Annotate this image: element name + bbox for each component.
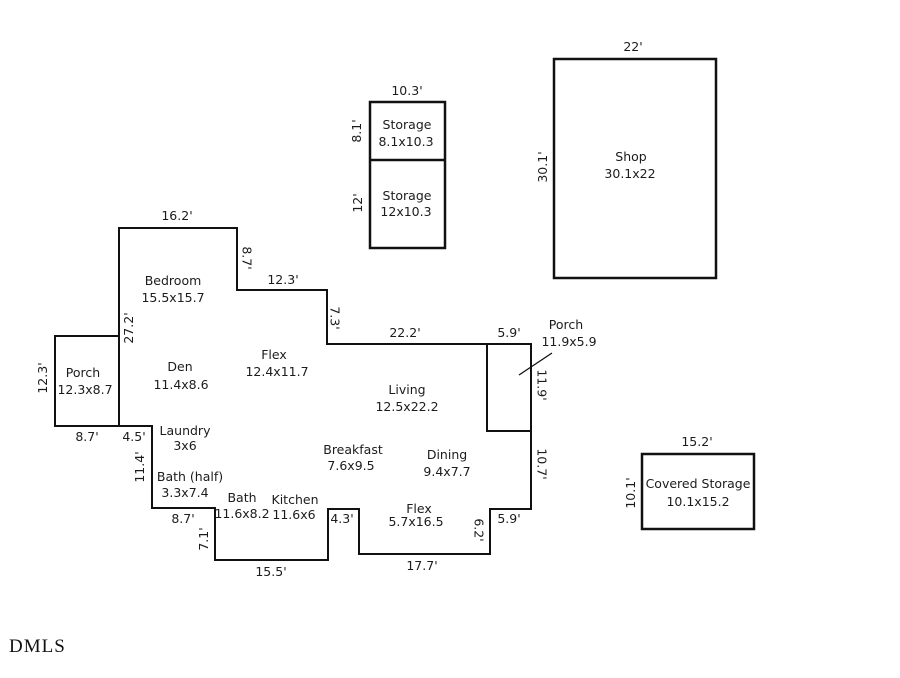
room-bath-half-name: Bath (half) — [156, 468, 224, 484]
room-bath-half-dims: 3.3x7.4 — [161, 484, 209, 500]
storage2-side-dim: 12' — [349, 193, 365, 213]
shop-side-dim: 30.1' — [534, 151, 550, 183]
dim-bath-step-side: 7.1' — [195, 527, 211, 551]
room-kitchen-name: Kitchen — [271, 491, 319, 507]
room-den-dims: 11.4x8.6 — [153, 376, 209, 392]
storage1-name: Storage — [382, 116, 432, 132]
room-kitchen-dims: 11.6x6 — [272, 506, 316, 522]
shop-dims: 30.1x22 — [604, 165, 656, 181]
covered-storage-top-dim: 15.2' — [681, 433, 713, 449]
dim-flex-lower-bottom: 17.7' — [406, 557, 438, 573]
storage-building-outline — [368, 100, 447, 250]
room-dining-dims: 9.4x7.7 — [423, 463, 471, 479]
room-den-name: Den — [167, 358, 193, 374]
room-bath-name: Bath — [227, 489, 257, 505]
room-flex-upper-name: Flex — [261, 346, 287, 362]
room-dining-name: Dining — [426, 446, 468, 462]
room-porch-right-dims: 11.9x5.9 — [541, 333, 597, 349]
dim-living-top: 22.2' — [389, 324, 421, 340]
dim-bedroom-top: 16.2' — [161, 207, 193, 223]
dim-porch-left-side: 12.3' — [34, 362, 50, 394]
shop-name: Shop — [615, 148, 647, 164]
dim-right-mid: 10.7' — [534, 448, 550, 480]
covered-storage-side-dim: 10.1' — [622, 477, 638, 509]
dim-flex-right-upper: 7.3' — [327, 306, 343, 330]
dim-porch-right-top: 5.9' — [497, 324, 521, 340]
porch-left-outline — [54, 335, 120, 427]
dim-porch-left-bottom: 8.7' — [75, 428, 99, 444]
storage-top-dim: 10.3' — [391, 82, 423, 98]
room-laundry-dims: 3x6 — [173, 437, 197, 453]
storage2-dims: 12x10.3 — [380, 203, 432, 219]
dim-bedroom-right: 8.7' — [239, 246, 255, 270]
storage1-side-dim: 8.1' — [348, 119, 364, 143]
room-bedroom-name: Bedroom — [144, 272, 202, 288]
shop-outline — [552, 57, 718, 280]
room-living-dims: 12.5x22.2 — [375, 398, 439, 414]
dim-step-top: 12.3' — [267, 271, 299, 287]
covered-storage-dims: 10.1x15.2 — [666, 493, 730, 509]
covered-storage-outline — [640, 452, 756, 531]
room-flex-lower-dims: 5.7x16.5 — [388, 513, 444, 529]
room-porch-right-name: Porch — [548, 316, 584, 332]
room-breakfast-name: Breakfast — [323, 441, 383, 457]
room-porch-left-name: Porch — [65, 364, 101, 380]
porch-right-walls — [486, 344, 531, 432]
dim-flex-lower-right: 6.2' — [471, 518, 487, 542]
dim-porch-right-side: 11.9' — [534, 369, 550, 401]
shop-top-dim: 22' — [623, 38, 643, 54]
room-living-name: Living — [388, 381, 426, 397]
dim-left-wall: 27.2' — [120, 312, 136, 344]
room-breakfast-dims: 7.6x9.5 — [327, 457, 375, 473]
covered-storage-name: Covered Storage — [645, 475, 751, 491]
storage1-dims: 8.1x10.3 — [378, 133, 434, 149]
storage2-name: Storage — [382, 187, 432, 203]
dim-bottom: 15.5' — [255, 563, 287, 579]
dim-left-lower: 11.4' — [131, 451, 147, 483]
room-flex-lower-name: Flex — [406, 500, 432, 516]
room-porch-left-dims: 12.3x8.7 — [57, 381, 113, 397]
porch-right-pointer-line — [518, 352, 553, 376]
dim-kitchen-step: 4.3' — [330, 510, 354, 526]
room-bath-dims: 11.6x8.2 — [214, 505, 270, 521]
room-laundry-name: Laundry — [159, 422, 211, 438]
dim-bath-step-top: 8.7' — [171, 510, 195, 526]
dim-dining-step: 5.9' — [497, 510, 521, 526]
dim-laundry-step: 4.5' — [122, 428, 146, 444]
room-bedroom-dims: 15.5x15.7 — [141, 289, 205, 305]
dmls-logo: DMLS — [9, 636, 66, 657]
room-flex-upper-dims: 12.4x11.7 — [245, 363, 309, 379]
house-outline — [118, 227, 532, 561]
